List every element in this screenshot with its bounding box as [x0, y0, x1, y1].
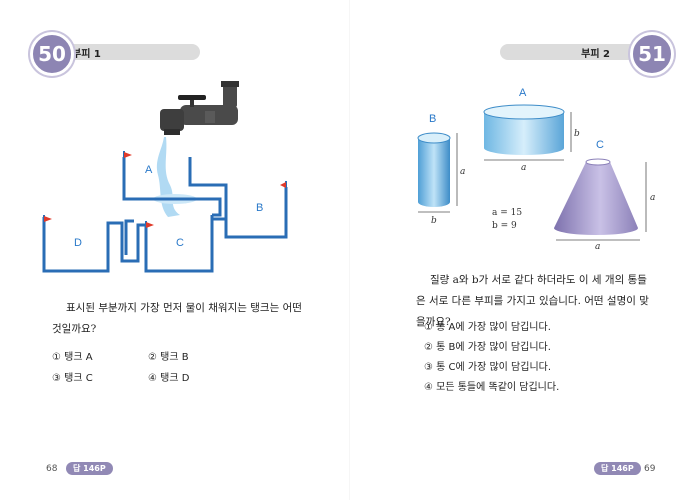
faucet-icon	[160, 81, 239, 135]
shape-label-c: C	[596, 139, 604, 151]
given-a-value: a = 15	[492, 208, 522, 218]
tank-label-b: B	[256, 202, 263, 214]
tank-diagram: A B C D	[42, 81, 288, 273]
option-1[interactable]: ① 통 A에 가장 많이 담깁니다.	[424, 322, 551, 333]
dim-label-c-height: a	[650, 193, 655, 203]
marker-flag-b	[280, 181, 287, 191]
dim-label-b-width: b	[431, 216, 437, 226]
answer-reference[interactable]: 답 146P	[594, 462, 641, 475]
right-page: 부피 2 51	[350, 0, 700, 500]
option-3[interactable]: ③ 통 C에 가장 많이 담깁니다.	[424, 362, 552, 373]
answer-options: ① 통 A에 가장 많이 담깁니다. ② 통 B에 가장 많이 담깁니다. ③ …	[424, 318, 664, 402]
option-1[interactable]: ① 탱크 A	[52, 352, 93, 363]
answer-reference[interactable]: 답 146P	[66, 462, 113, 475]
marker-flag-c	[145, 221, 154, 231]
tank-label-d: D	[74, 237, 82, 249]
option-2[interactable]: ② 통 B에 가장 많이 담깁니다.	[424, 342, 551, 353]
option-4[interactable]: ④ 탱크 D	[148, 373, 190, 384]
problem-title: 부피 2	[581, 49, 610, 60]
water-stream	[156, 137, 180, 217]
container-b	[417, 132, 458, 213]
marker-flag-a	[123, 151, 132, 163]
dim-label-a-width: a	[521, 163, 526, 173]
dim-label-a-height: b	[574, 129, 580, 139]
problem-header-bar: 부피 2	[500, 44, 638, 60]
given-b-value: b = 9	[492, 221, 517, 231]
problem-number-badge: 50	[30, 32, 74, 76]
problem-number-badge: 51	[630, 32, 674, 76]
containers-diagram: A B C a b b a a a a = 15 b = 9	[417, 87, 655, 252]
shape-label-a: A	[519, 87, 527, 99]
tank-label-c: C	[176, 237, 184, 249]
tank-b	[220, 183, 288, 239]
tank-label-a: A	[145, 164, 153, 176]
dim-label-c-width: a	[595, 242, 600, 252]
problem-header-bar: 부피 1	[56, 44, 200, 60]
question-text: 질량 a와 b가 서로 같다 하더라도 이 세 개의 통들은 서로 다른 부피를…	[416, 274, 649, 328]
question-text: 표시된 부분까지 가장 먼저 물이 채워지는 탱크는 어떤 것일까요?	[52, 302, 302, 335]
container-c	[554, 158, 647, 241]
answer-options: ① 탱크 A ② 탱크 B ③ 탱크 C ④ 탱크 D	[52, 348, 312, 388]
page-number: 69	[644, 464, 656, 474]
left-page: 부피 1 50	[30, 32, 312, 475]
tank-c	[144, 219, 214, 273]
problem-title: 부피 1	[72, 49, 101, 60]
option-4[interactable]: ④ 모든 통들에 똑같이 담깁니다.	[424, 382, 560, 393]
container-a	[483, 104, 572, 161]
option-2[interactable]: ② 탱크 B	[148, 352, 189, 363]
marker-flag-d	[43, 215, 52, 225]
dim-label-b-height: a	[460, 167, 465, 177]
page-number: 68	[46, 464, 58, 474]
option-3[interactable]: ③ 탱크 C	[52, 373, 93, 384]
shape-label-b: B	[429, 113, 436, 125]
